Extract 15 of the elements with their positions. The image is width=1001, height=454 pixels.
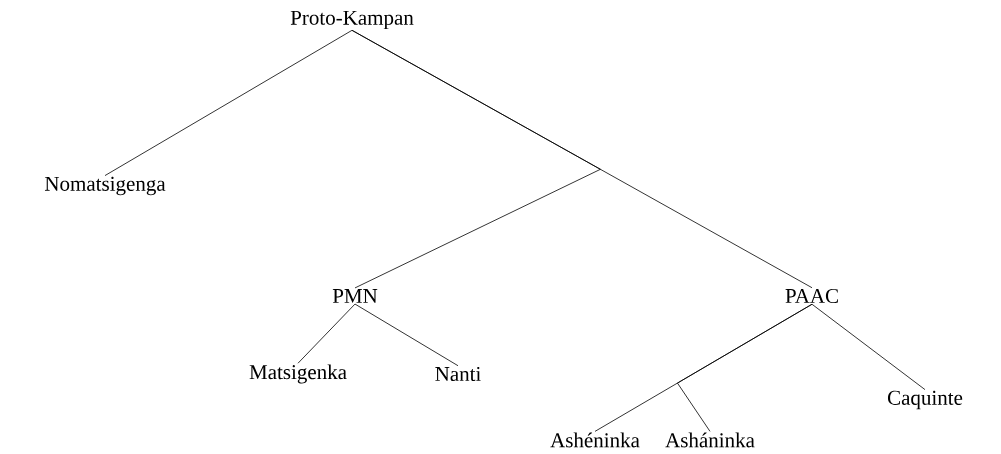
tree-branch	[354, 303, 459, 367]
language-label: PMN	[332, 289, 378, 303]
tree-branch	[297, 303, 356, 364]
tree-branch	[677, 303, 813, 432]
language-label: Nomatsigenga	[44, 176, 166, 196]
language-label: Matsigenka	[249, 364, 347, 384]
language-label: Nanti	[435, 366, 481, 382]
language-label: Proto-Kampan	[290, 10, 414, 30]
language-label: Caquinte	[887, 390, 963, 410]
language-label: PAAC	[785, 288, 838, 304]
language-label: Ashéninka	[550, 432, 640, 448]
tree-branch	[811, 303, 926, 390]
tree-branch	[351, 29, 813, 289]
tree-branch	[104, 29, 353, 176]
language-label: Asháninka	[665, 432, 755, 448]
